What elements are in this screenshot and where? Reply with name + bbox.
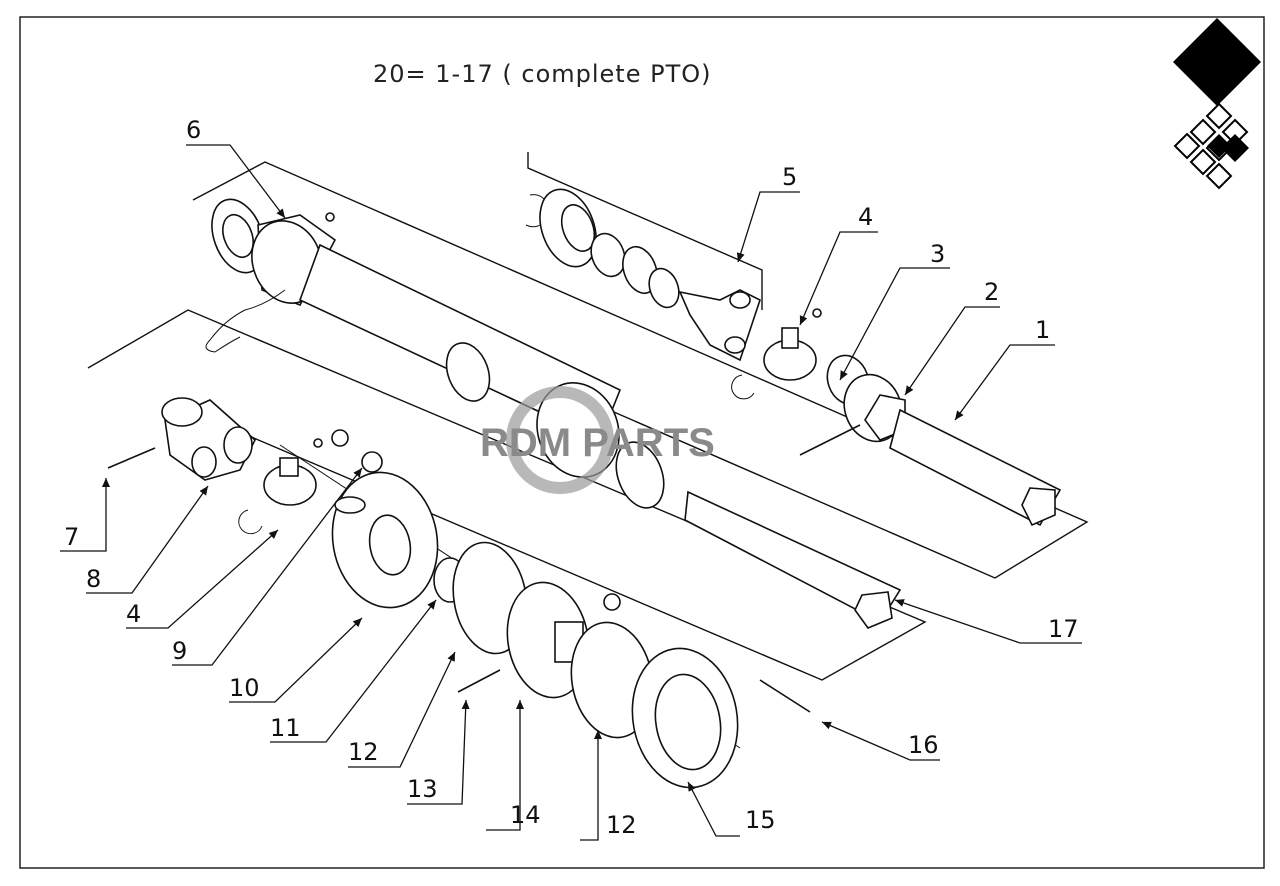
drawing-border	[19, 16, 1265, 869]
callout-4-top: 4	[858, 203, 873, 231]
upper-yoke-assembly	[525, 188, 822, 400]
callout-labels: 1 2 3 4 4 5 6 7 8 9 10 11 12 12 13 14 15…	[64, 116, 1079, 839]
callout-12-a: 12	[348, 738, 379, 766]
callout-8: 8	[86, 565, 101, 593]
callout-6: 6	[186, 116, 201, 144]
callout-16: 16	[908, 731, 939, 759]
callout-3: 3	[930, 240, 945, 268]
callout-17: 17	[1048, 615, 1079, 643]
callout-15: 15	[745, 806, 776, 834]
callout-14: 14	[510, 801, 541, 829]
callout-10: 10	[229, 674, 260, 702]
callout-9: 9	[172, 637, 187, 665]
svg-text:RDM PARTS: RDM PARTS	[480, 421, 715, 465]
rdm-diamond-logo	[1173, 18, 1261, 190]
friction-clutch-parts	[331, 471, 811, 789]
rdm-watermark: RDM PARTS	[480, 386, 715, 494]
callout-11: 11	[270, 714, 301, 742]
callout-1: 1	[1035, 316, 1050, 344]
callout-12-b: 12	[606, 811, 637, 839]
implement-yoke	[107, 397, 383, 535]
drive-end-components	[799, 354, 1062, 527]
callout-5: 5	[782, 163, 797, 191]
callout-13: 13	[407, 775, 438, 803]
leader-lines	[60, 144, 1082, 841]
drawing-title: 20= 1-17 ( complete PTO)	[373, 60, 711, 88]
callout-4-left: 4	[126, 600, 141, 628]
inner-profile-tube	[684, 490, 902, 629]
callout-2: 2	[984, 278, 999, 306]
callout-7: 7	[64, 523, 79, 551]
